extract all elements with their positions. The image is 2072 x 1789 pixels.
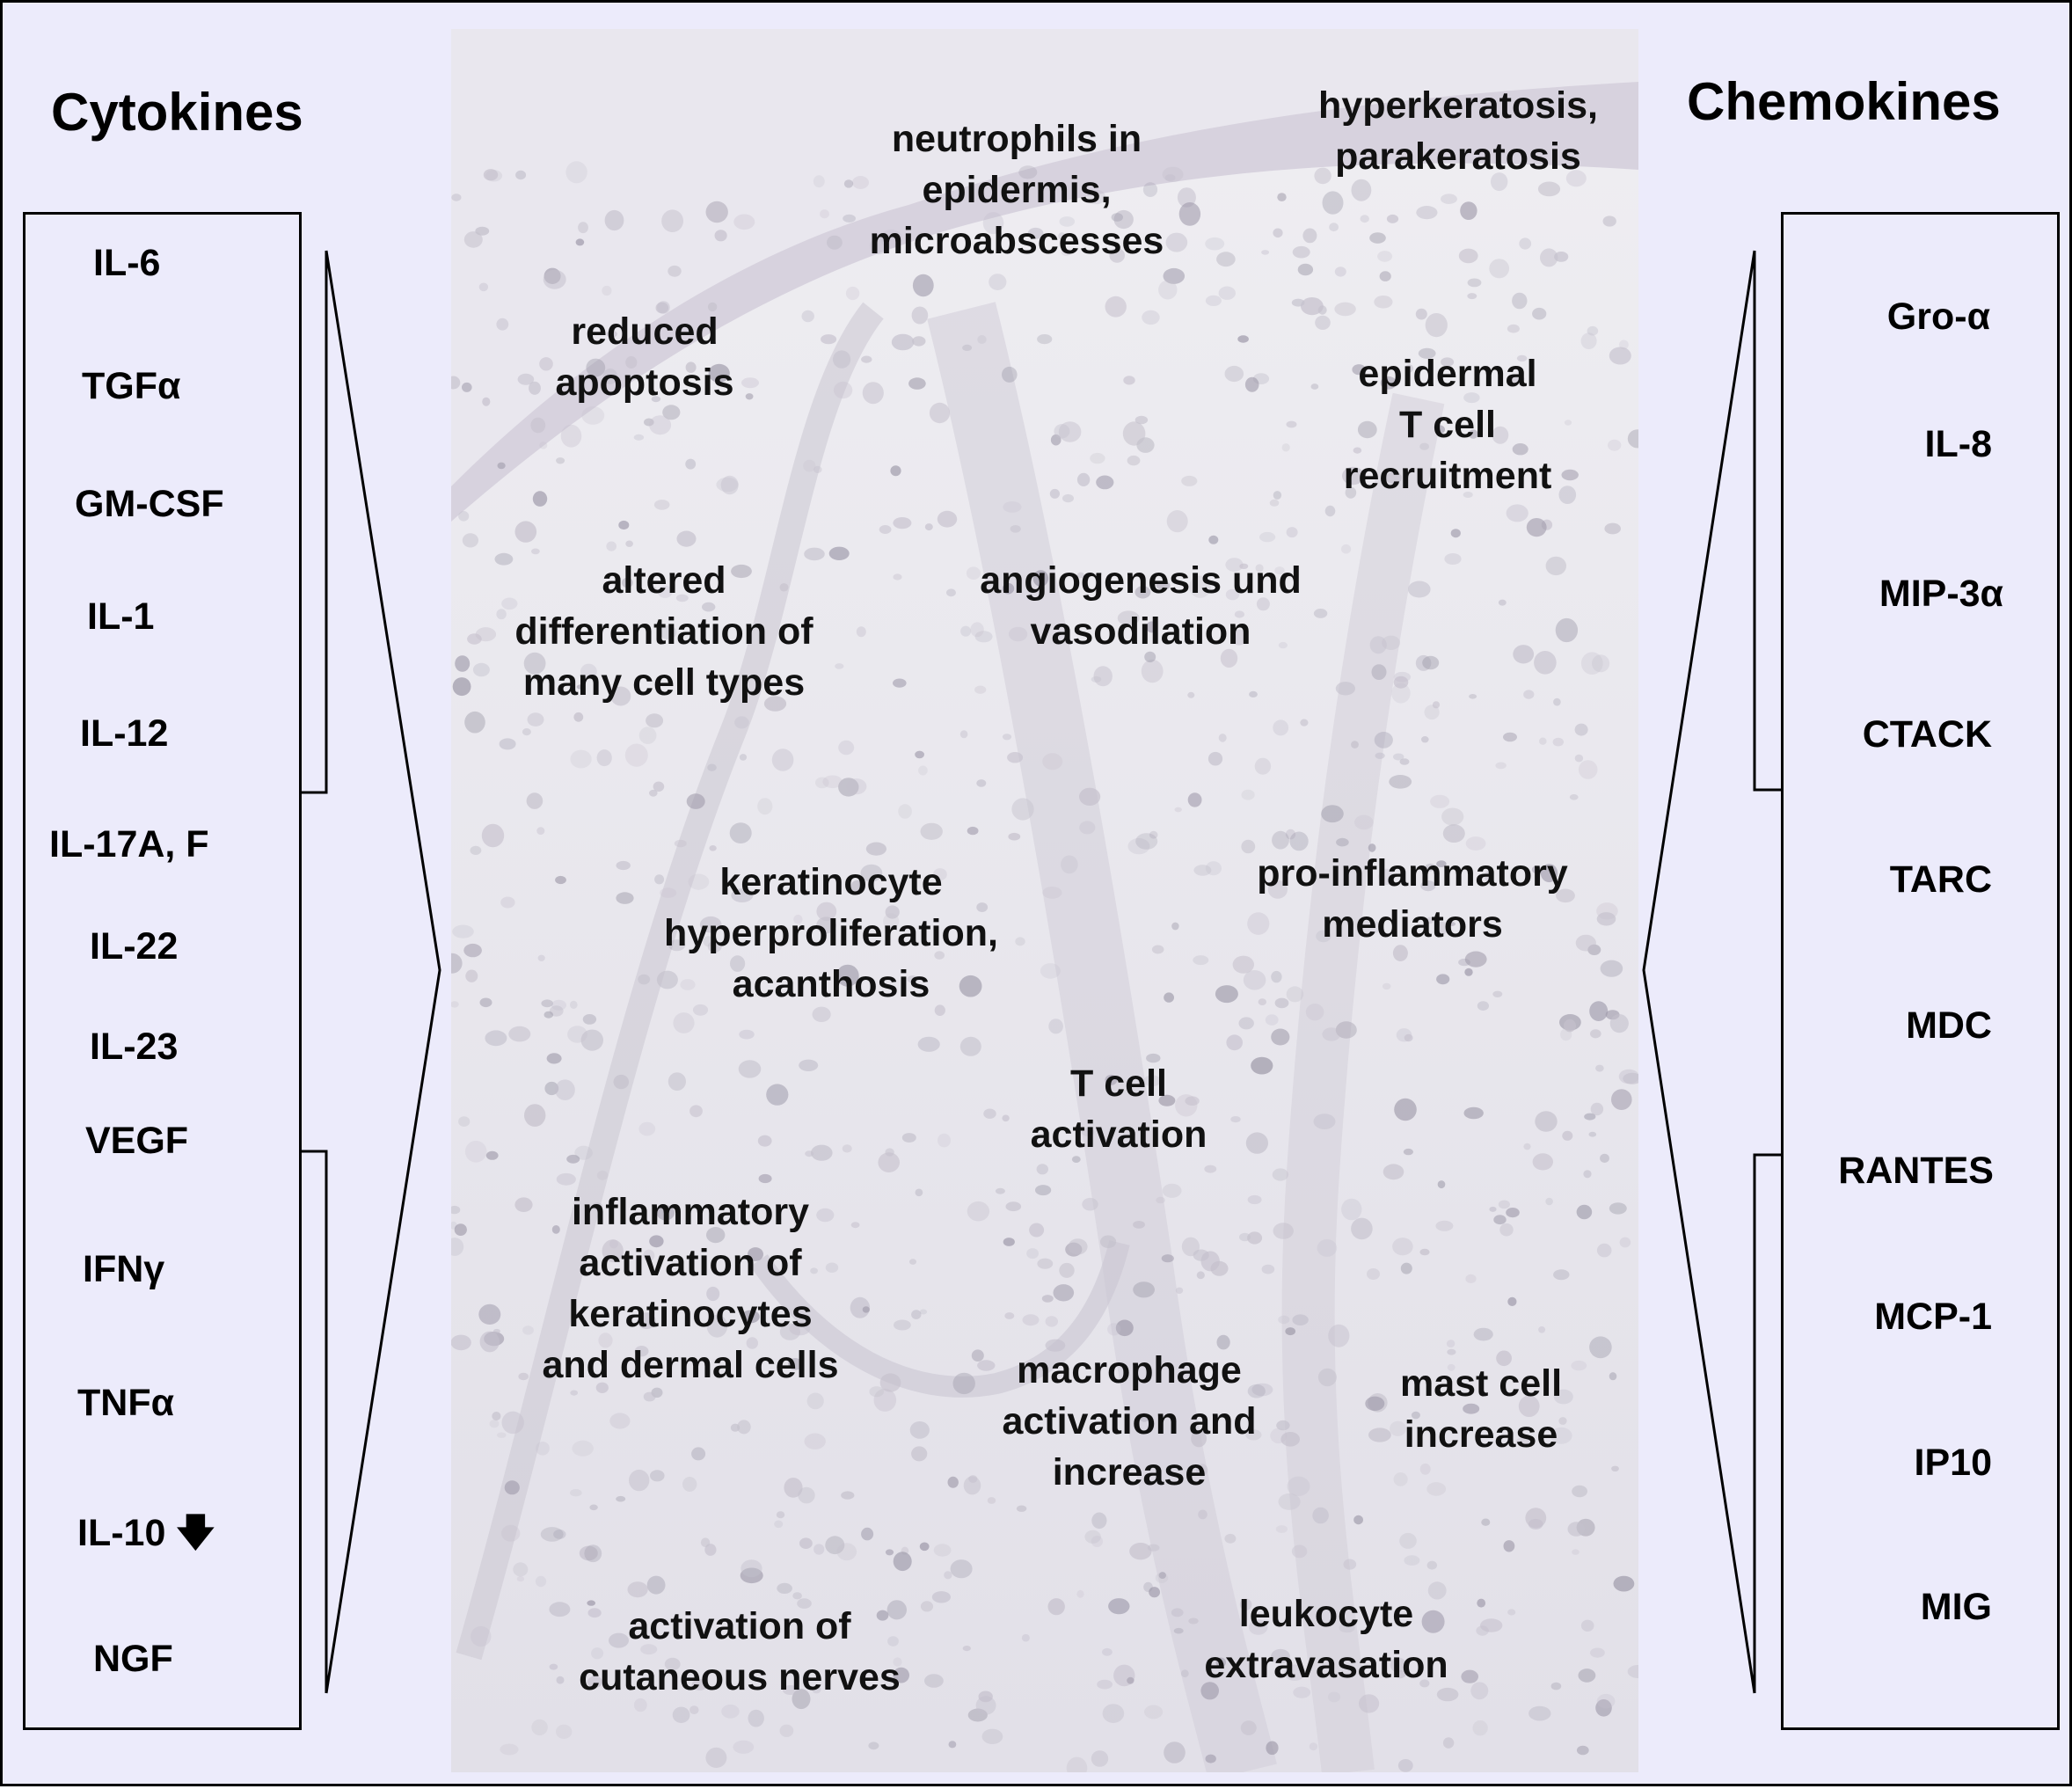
chemokine-item: MCP-1 <box>1874 1298 1992 1336</box>
effect-neutrophils: neutrophils inepidermis,microabscesses <box>870 113 1164 267</box>
effect-angiogenesis: angiogenesis undvasodilation <box>980 555 1302 657</box>
cytokine-item: VEGF <box>85 1122 188 1160</box>
chemokine-item: MIG <box>1921 1588 1992 1626</box>
cytokine-item: IL-1 <box>87 598 154 636</box>
effect-keratinocyte-hyperproliferation: keratinocytehyperproliferation,acanthosi… <box>664 857 998 1010</box>
right-lower-bracket <box>1755 1155 1783 1693</box>
effect-t-cell-activation: T cellactivation <box>1031 1058 1207 1160</box>
cytokine-item: IL-17A, F <box>49 826 209 864</box>
chemokine-item: TARC <box>1890 861 1992 899</box>
effect-mast-cell: mast cellincrease <box>1400 1358 1562 1460</box>
cytokine-item: NGF <box>93 1640 173 1678</box>
chemokine-item: IP10 <box>1915 1444 1992 1482</box>
effect-hyperkeratosis: hyperkeratosis,parakeratosis <box>1318 80 1598 182</box>
cytokine-item: IL-22 <box>90 928 178 966</box>
effect-epidermal-t-cell: epidermalT cellrecruitment <box>1344 348 1552 501</box>
cytokine-item: IL-12 <box>80 715 168 753</box>
effect-altered-differentiation: altereddifferentiation ofmany cell types <box>514 555 813 708</box>
cytokine-item: IL-10 🡇 <box>77 1515 215 1552</box>
cytokine-item: IL-6 <box>93 245 160 282</box>
cytokine-item: IFNγ <box>83 1251 164 1289</box>
effect-inflammatory-activation: inflammatoryactivation ofkeratinocytesan… <box>543 1187 839 1391</box>
wedge-overlay <box>3 3 2072 1789</box>
effect-reduced-apoptosis: reducedapoptosis <box>555 306 733 408</box>
right-upper-bracket <box>1755 251 1783 790</box>
cytokine-item: IL-23 <box>90 1028 178 1066</box>
cytokine-item: GM-CSF <box>75 486 224 523</box>
effect-macrophage: macrophageactivation andincrease <box>1002 1345 1256 1498</box>
effect-cutaneous-nerves: activation ofcutaneous nerves <box>579 1601 901 1703</box>
left-wedge <box>326 251 440 1693</box>
effect-pro-inflammatory: pro-inflammatorymediators <box>1257 848 1568 950</box>
chemokine-item: MDC <box>1906 1007 1992 1045</box>
chemokine-item: CTACK <box>1863 716 1992 754</box>
chemokine-item: Gro-α <box>1887 298 1990 336</box>
left-lower-bracket <box>300 1151 326 1693</box>
right-wedge <box>1644 251 1755 1693</box>
effect-leukocyte-extravasation: leukocyteextravasation <box>1204 1588 1448 1690</box>
chemokine-item: IL-8 <box>1925 426 1992 464</box>
chemokine-item: RANTES <box>1838 1152 1994 1190</box>
left-upper-bracket <box>300 251 326 792</box>
chemokine-item: MIP-3α <box>1879 575 2003 613</box>
cytokine-item: TGFα <box>82 368 180 405</box>
cytokine-item: TNFα <box>77 1384 174 1422</box>
